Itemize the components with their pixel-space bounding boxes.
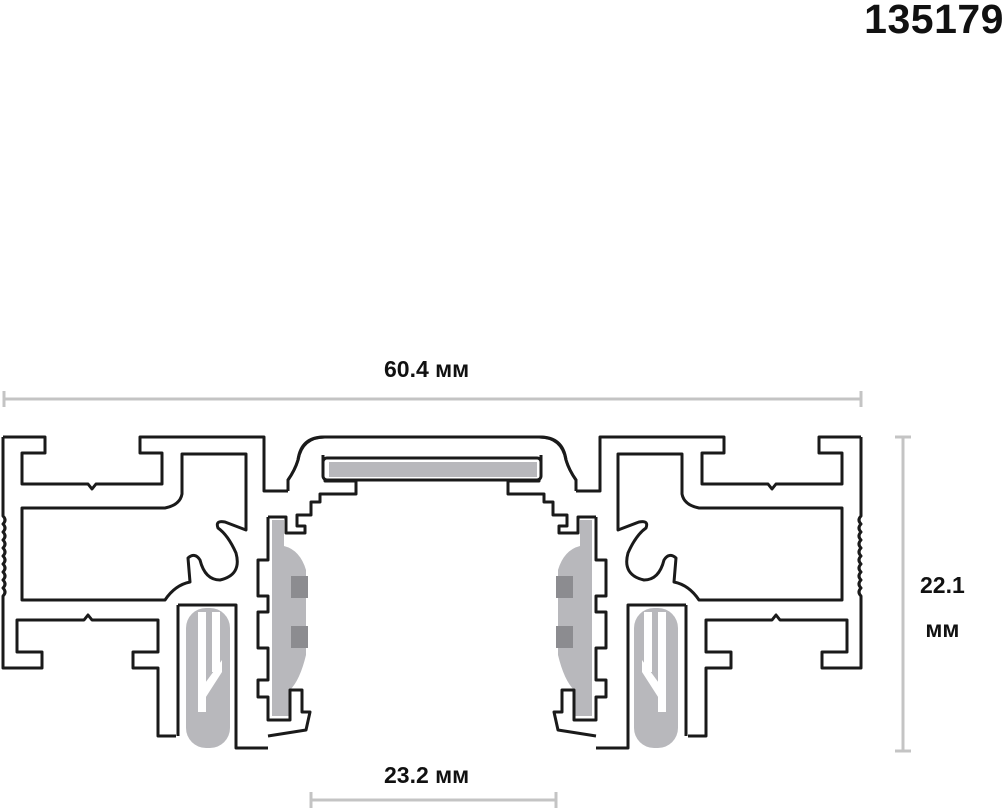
height-unit: мм [925,616,960,642]
top-insert [321,456,543,482]
height-value: 22.1 [920,572,965,598]
dimension-lines [2,391,911,808]
profile-right-half [286,435,863,750]
opening-dimension-label: 23.2 мм [384,762,470,788]
width-dimension-label: 60.4 мм [384,356,470,382]
height-dimension-label: 22.1 мм [920,563,965,651]
product-code: 135179 [864,0,1004,42]
